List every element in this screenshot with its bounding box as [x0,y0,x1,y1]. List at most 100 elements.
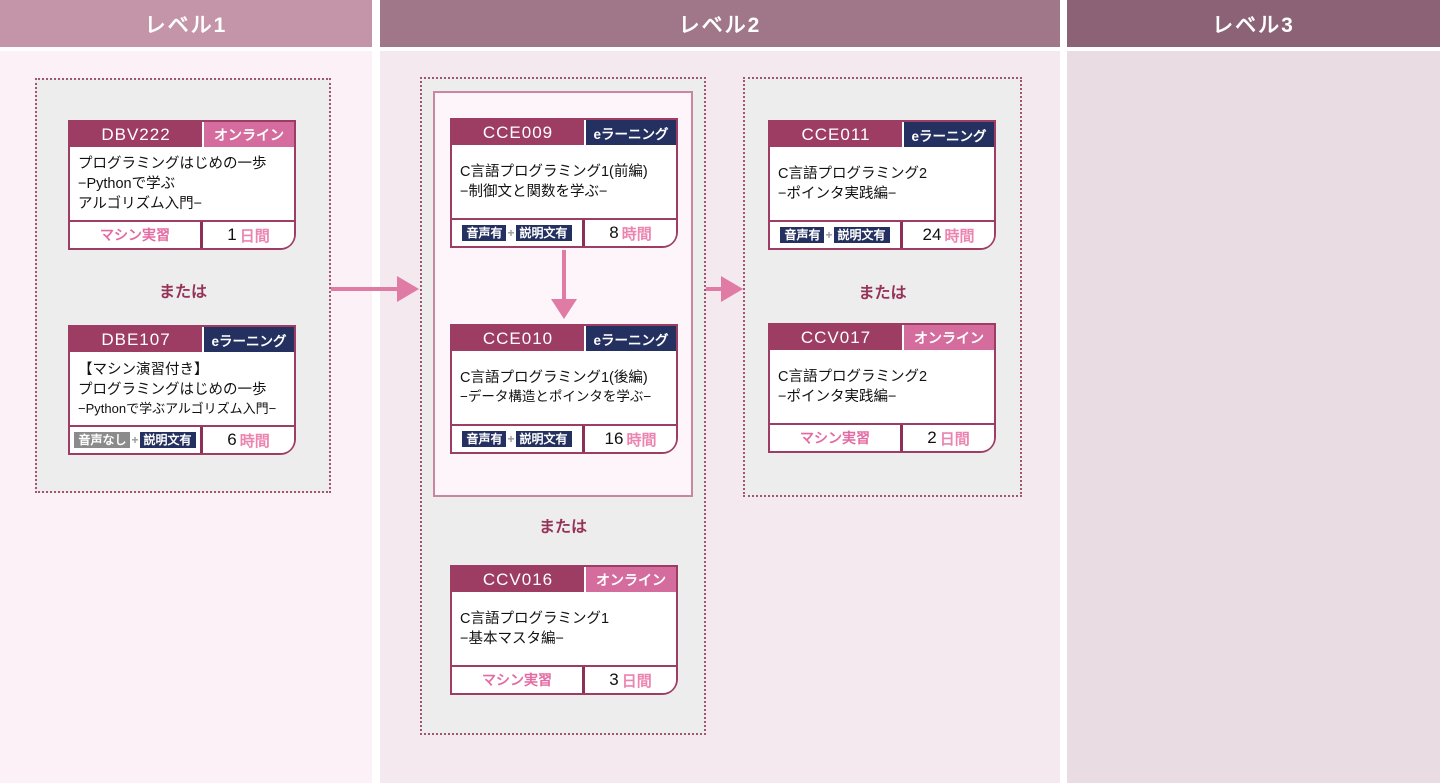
level2-header: レベル2 [380,0,1060,51]
course-title-line: C言語プログラミング2 [778,165,928,182]
course-card-header: CCE011 eラーニング [770,122,994,147]
course-card-footer: マシン実習 3 日間 [452,665,676,693]
course-title: C言語プログラミング2 −ポインタ実践編− [770,147,994,220]
caption-badge: 説明文有 [515,431,572,447]
course-card-dbv222[interactable]: DBV222 オンライン プログラミングはじめの一歩 −Pythonで学ぶ アル… [68,120,296,250]
online-badge: オンライン [202,122,294,147]
footer-divider [200,222,203,248]
course-title-line: C言語プログラミング1 [460,610,610,627]
course-title-line: −制御文と関数を学ぶ− [460,183,608,200]
duration-unit: 時間 [626,431,657,449]
plus-separator: + [131,433,139,447]
course-card-dbe107[interactable]: DBE107 eラーニング 【マシン演習付き】 プログラミングはじめの一歩 −P… [68,325,296,455]
duration-unit: 日間 [939,430,970,448]
elearning-badge: eラーニング [902,122,994,147]
audio-on-badge: 音声有 [462,431,507,447]
course-code: DBE107 [101,329,171,349]
course-title-line: −Pythonで学ぶ [78,175,176,192]
online-badge: オンライン [902,325,994,350]
plus-separator: + [825,228,833,242]
course-title: C言語プログラミング2 −ポインタ実践編− [770,350,994,423]
audio-off-badge: 音声なし [74,432,131,448]
footer-divider [582,426,585,452]
elearning-badge: eラーニング [202,327,294,352]
duration-value: 8 [609,223,619,242]
course-card-footer: 音声有 + 説明文有 24 時間 [770,220,994,248]
arrow-right-icon [397,276,419,302]
level3-column-background [1067,0,1440,783]
course-card-ccv017[interactable]: CCV017 オンライン C言語プログラミング2 −ポインタ実践編− マシン実習… [768,323,996,453]
audio-on-badge: 音声有 [780,227,825,243]
course-title: 【マシン演習付き】 プログラミングはじめの一歩 −Pythonで学ぶアルゴリズム… [70,352,294,425]
or-label: または [158,284,207,301]
course-card-footer: マシン実習 2 日間 [770,423,994,451]
course-card-header: DBV222 オンライン [70,122,294,147]
duration-value: 3 [609,670,619,689]
plus-separator: + [507,226,515,240]
course-card-cce010[interactable]: CCE010 eラーニング C言語プログラミング1(後編) −データ構造とポイン… [450,324,678,454]
course-card-header: CCV017 オンライン [770,325,994,350]
footer-divider [200,427,203,453]
duration-unit: 日間 [239,227,270,245]
course-title: プログラミングはじめの一歩 −Pythonで学ぶ アルゴリズム入門− [70,147,294,220]
duration-value: 1 [227,225,237,244]
arrow-right-line [331,287,399,291]
level1-header: レベル1 [0,0,372,51]
course-title-line: C言語プログラミング2 [778,368,928,385]
course-title-line: C言語プログラミング1(前編) [460,163,648,180]
arrow-right-icon [721,276,743,302]
course-card-footer: マシン実習 1 日間 [70,220,294,248]
course-title-line: −Pythonで学ぶアルゴリズム入門− [78,400,277,416]
online-badge: オンライン [584,567,676,592]
duration-unit: 日間 [621,672,652,690]
footer-divider [582,667,585,693]
course-title-line: −基本マスタ編− [460,630,564,647]
course-code: DBV222 [101,124,171,144]
caption-badge: 説明文有 [833,227,890,243]
course-code: CCE009 [482,122,554,142]
arrow-down-icon [551,299,577,319]
duration-value: 2 [927,428,937,447]
course-title-line: −ポインタ実践編− [778,185,897,202]
course-title: C言語プログラミング1(前編) −制御文と関数を学ぶ− [452,145,676,218]
course-code: CCV016 [482,569,554,589]
audio-on-badge: 音声有 [462,225,507,241]
duration-value: 6 [227,430,237,449]
elearning-badge: eラーニング [584,120,676,145]
footer-divider [582,220,585,246]
course-card-footer: 音声有 + 説明文有 8 時間 [452,218,676,246]
course-card-header: CCE010 eラーニング [452,326,676,351]
course-card-footer: 音声なし + 説明文有 6 時間 [70,425,294,453]
or-label: または [858,285,907,302]
course-code: CCE011 [801,124,871,144]
course-code: CCE010 [482,328,554,348]
course-title-line: プログラミングはじめの一歩 [78,155,267,172]
arrow-right-line [706,287,723,291]
course-title-line: 【マシン演習付き】 [78,361,209,378]
duration-value: 24 [922,225,942,244]
machine-practice-label: マシン実習 [800,430,870,446]
machine-practice-label: マシン実習 [100,227,170,243]
duration-value: 16 [604,429,624,448]
machine-practice-label: マシン実習 [482,672,552,688]
course-title-line: −データ構造とポインタを学ぶ− [460,389,652,405]
plus-separator: + [507,432,515,446]
duration-unit: 時間 [621,225,652,243]
duration-unit: 時間 [239,432,270,450]
caption-badge: 説明文有 [139,432,196,448]
course-card-ccv016[interactable]: CCV016 オンライン C言語プログラミング1 −基本マスタ編− マシン実習 … [450,565,678,695]
course-card-cce009[interactable]: CCE009 eラーニング C言語プログラミング1(前編) −制御文と関数を学ぶ… [450,118,678,248]
level3-header: レベル3 [1067,0,1440,51]
course-title: C言語プログラミング1(後編) −データ構造とポインタを学ぶ− [452,351,676,424]
course-card-header: CCV016 オンライン [452,567,676,592]
elearning-badge: eラーニング [584,326,676,351]
course-title-line: −ポインタ実践編− [778,388,897,405]
or-label: または [538,519,587,536]
course-title-line: アルゴリズム入門− [78,195,203,212]
duration-unit: 時間 [944,227,975,245]
arrow-down-line [562,250,566,300]
course-card-footer: 音声有 + 説明文有 16 時間 [452,424,676,452]
course-title: C言語プログラミング1 −基本マスタ編− [452,592,676,665]
course-card-cce011[interactable]: CCE011 eラーニング C言語プログラミング2 −ポインタ実践編− 音声有 … [768,120,996,250]
